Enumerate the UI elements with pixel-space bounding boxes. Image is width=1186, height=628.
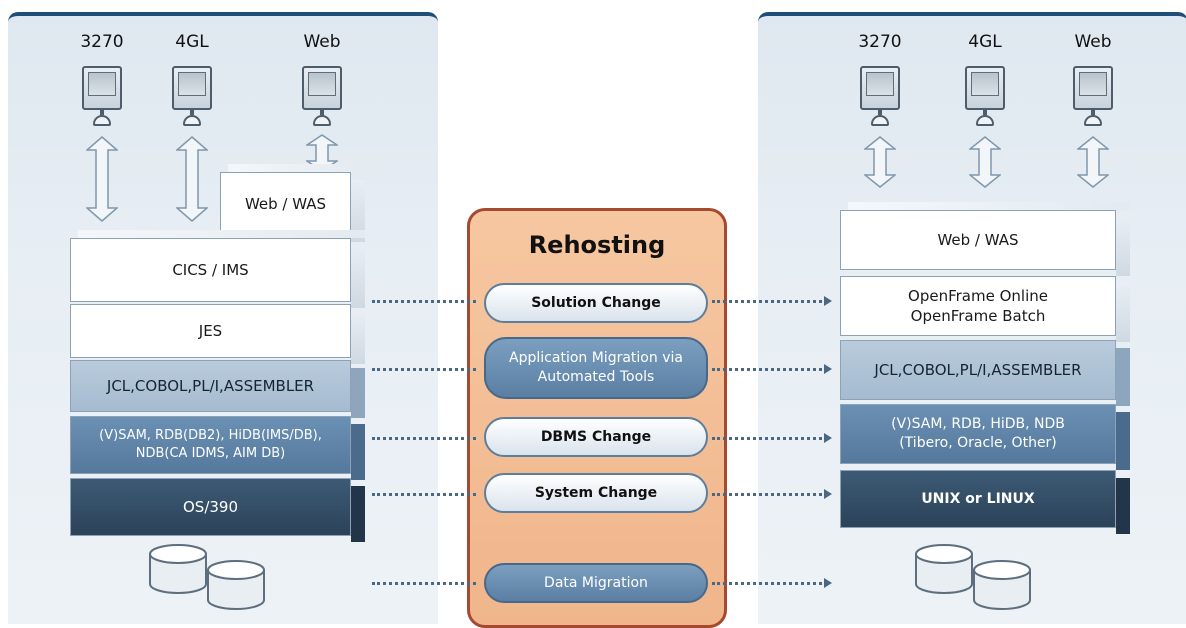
double-arrow-icon bbox=[864, 136, 896, 188]
connector-dots bbox=[712, 582, 822, 585]
terminal-icon bbox=[172, 66, 212, 128]
system-change-pill: System Change bbox=[484, 473, 708, 513]
target-terminal-label: 4GL bbox=[968, 32, 1002, 52]
app-migration-label-line1: Application Migration bbox=[509, 350, 658, 367]
rehosting-box: Rehosting Solution Change Application Mi… bbox=[467, 208, 727, 628]
data-migration-pill: Data Migration bbox=[484, 563, 708, 603]
legacy-terminal-label: 4GL bbox=[175, 32, 209, 52]
connector-dots bbox=[372, 437, 476, 440]
connector-dots bbox=[712, 493, 822, 496]
target-os-box: UNIX or LINUX bbox=[840, 470, 1130, 534]
terminal-icon bbox=[1073, 66, 1113, 128]
arrowhead-icon bbox=[824, 364, 832, 374]
legacy-languages-box: JCL,COBOL,PL/I,ASSEMBLER bbox=[70, 360, 365, 418]
solution-change-label: Solution Change bbox=[531, 294, 661, 311]
database-icon bbox=[206, 560, 266, 612]
connector-dots bbox=[372, 368, 476, 371]
connector-dots bbox=[712, 437, 822, 440]
connector-dots bbox=[712, 300, 822, 303]
target-languages-label: JCL,COBOL,PL/I,ASSEMBLER bbox=[874, 360, 1082, 379]
connector-dots bbox=[372, 493, 476, 496]
target-db-label-line1: (V)SAM, RDB, HiDB, NDB bbox=[891, 416, 1065, 433]
rehosting-title: Rehosting bbox=[528, 231, 666, 259]
legacy-db-label-line2: NDB(CA IDMS, AIM DB) bbox=[135, 446, 286, 461]
target-os-label: UNIX or LINUX bbox=[921, 490, 1035, 507]
terminal-icon bbox=[860, 66, 900, 128]
app-migration-label-line2: via Automated Tools bbox=[537, 350, 683, 385]
arrowhead-icon bbox=[824, 296, 832, 306]
openframe-online-label: OpenFrame Online bbox=[908, 286, 1048, 305]
terminal-icon bbox=[82, 66, 122, 128]
target-languages-box: JCL,COBOL,PL/I,ASSEMBLER bbox=[840, 340, 1130, 406]
dbms-change-label: DBMS Change bbox=[540, 428, 652, 445]
arrowhead-icon bbox=[824, 578, 832, 588]
double-arrow-icon bbox=[176, 136, 208, 222]
cics-ims-box: CICS / IMS bbox=[70, 230, 365, 308]
database-icon bbox=[914, 544, 974, 596]
application-migration-pill: Application Migration via Automated Tool… bbox=[484, 337, 708, 399]
double-arrow-icon bbox=[86, 136, 118, 222]
openframe-box: OpenFrame Online OpenFrame Batch bbox=[840, 276, 1130, 342]
legacy-db-label-line1: (V)SAM, RDB(DB2), HiDB(IMS/DB), bbox=[99, 428, 322, 444]
legacy-terminal-label: Web bbox=[303, 32, 341, 52]
target-db-box: (V)SAM, RDB, HiDB, NDB (Tibero, Oracle, … bbox=[840, 404, 1130, 470]
terminal-icon bbox=[302, 66, 342, 128]
arrowhead-icon bbox=[824, 489, 832, 499]
target-web-was-label: Web / WAS bbox=[937, 230, 1019, 249]
connector-dots bbox=[372, 582, 476, 585]
dbms-change-pill: DBMS Change bbox=[484, 417, 708, 457]
target-terminal-label: Web bbox=[1074, 32, 1112, 52]
database-icon bbox=[148, 544, 208, 596]
jes-box: JES bbox=[70, 304, 365, 364]
connector-dots bbox=[372, 300, 476, 303]
target-web-was-box: Web / WAS bbox=[840, 202, 1130, 276]
target-terminal-label: 3270 bbox=[858, 32, 902, 52]
cics-ims-label: CICS / IMS bbox=[172, 260, 249, 279]
web-was-label: Web / WAS bbox=[244, 194, 327, 213]
target-db-label-line2: (Tibero, Oracle, Other) bbox=[899, 435, 1057, 451]
connector-dots bbox=[712, 368, 822, 371]
terminal-icon bbox=[965, 66, 1005, 128]
jes-label: JES bbox=[198, 321, 223, 340]
double-arrow-icon bbox=[969, 136, 1001, 188]
data-migration-label: Data Migration bbox=[544, 574, 648, 591]
legacy-os-label: OS/390 bbox=[182, 497, 238, 516]
database-icon bbox=[972, 560, 1032, 612]
legacy-terminal-label: 3270 bbox=[80, 32, 124, 52]
legacy-languages-label: JCL,COBOL,PL/I,ASSEMBLER bbox=[106, 376, 315, 395]
arrowhead-icon bbox=[824, 433, 832, 443]
legacy-db-box: (V)SAM, RDB(DB2), HiDB(IMS/DB), NDB(CA I… bbox=[70, 416, 365, 480]
web-was-box: Web / WAS bbox=[220, 164, 365, 242]
system-change-label: System Change bbox=[534, 484, 658, 501]
solution-change-pill: Solution Change bbox=[484, 283, 708, 323]
legacy-os-box: OS/390 bbox=[70, 478, 365, 542]
openframe-batch-label: OpenFrame Batch bbox=[910, 307, 1046, 325]
double-arrow-icon bbox=[1077, 136, 1109, 188]
